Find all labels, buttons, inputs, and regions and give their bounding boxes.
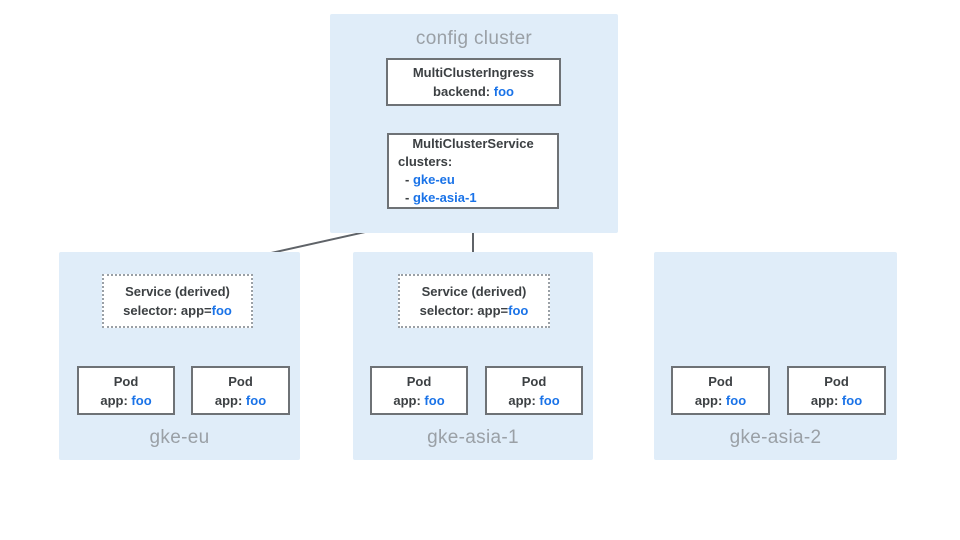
pod-app-line: app: foo [100, 392, 152, 408]
derived-service-title: Service (derived) [125, 284, 230, 299]
pod-title: Pod [708, 373, 733, 389]
clusters-label: clusters: [398, 154, 453, 169]
backend-value: foo [493, 84, 514, 99]
pod-title: Pod [521, 373, 547, 389]
pod-box: Pod app: foo [77, 366, 175, 415]
cluster-label: gke-asia-2 [729, 427, 822, 448]
multi-cluster-ingress-title: MultiClusterIngress [412, 65, 535, 80]
cluster-list-item: - gke-asia-1 [405, 190, 477, 205]
cluster-panel-gke-asia-2: Pod app: foo Pod app: foo gke-asia-2 [654, 252, 897, 460]
pod-app-line: app: foo [508, 392, 560, 408]
derived-service-selector: selector: app=foo [123, 303, 232, 318]
derived-service-box: Service (derived) selector: app=foo [398, 274, 550, 328]
pod-box: Pod app: foo [787, 366, 886, 415]
pod-app-line: app: foo [393, 392, 445, 408]
selector-value: foo [508, 303, 529, 318]
derived-service-title: Service (derived) [421, 284, 527, 299]
cluster-label: gke-asia-1 [427, 427, 519, 448]
multi-cluster-ingress-box: MultiClusterIngress backend: foo [386, 58, 561, 106]
pod-app-line: app: foo [214, 392, 267, 408]
pod-app-value: foo [539, 392, 560, 408]
cluster-list-item: - gke-eu [405, 172, 455, 187]
config-cluster-panel: config cluster MultiClusterIngress backe… [330, 14, 618, 233]
pod-box: Pod app: foo [191, 366, 290, 415]
derived-service-box: Service (derived) selector: app=foo [102, 274, 253, 328]
pod-title: Pod [406, 373, 432, 389]
cluster-panel-gke-eu: Service (derived) selector: app=foo Pod … [59, 252, 300, 460]
cluster-panel-gke-asia-1: Service (derived) selector: app=foo Pod … [353, 252, 593, 460]
cluster-name-gke-eu: gke-eu [412, 172, 455, 187]
pod-app-value: foo [131, 392, 152, 408]
multi-cluster-service-box: MultiClusterService clusters: - gke-eu -… [387, 133, 559, 209]
pod-box: Pod app: foo [370, 366, 468, 415]
pod-app-line: app: foo [810, 392, 863, 408]
pod-title: Pod [228, 373, 253, 389]
pod-box: Pod app: foo [671, 366, 770, 415]
cluster-name-gke-asia-1: gke-asia-1 [412, 190, 477, 205]
config-cluster-label: config cluster [415, 28, 533, 49]
pod-title: Pod [824, 373, 849, 389]
multi-cluster-service-title: MultiClusterService [412, 136, 534, 151]
pod-app-value: foo [245, 392, 267, 408]
pod-app-line: app: foo [694, 392, 747, 408]
pod-box: Pod app: foo [485, 366, 583, 415]
pod-app-value: foo [424, 392, 445, 408]
pod-app-value: foo [725, 392, 747, 408]
derived-service-selector: selector: app=foo [419, 303, 529, 318]
multi-cluster-ingress-backend: backend: foo [433, 84, 514, 99]
cluster-label: gke-eu [149, 427, 210, 448]
pod-app-value: foo [841, 392, 863, 408]
selector-value: foo [211, 303, 232, 318]
pod-title: Pod [113, 373, 139, 389]
